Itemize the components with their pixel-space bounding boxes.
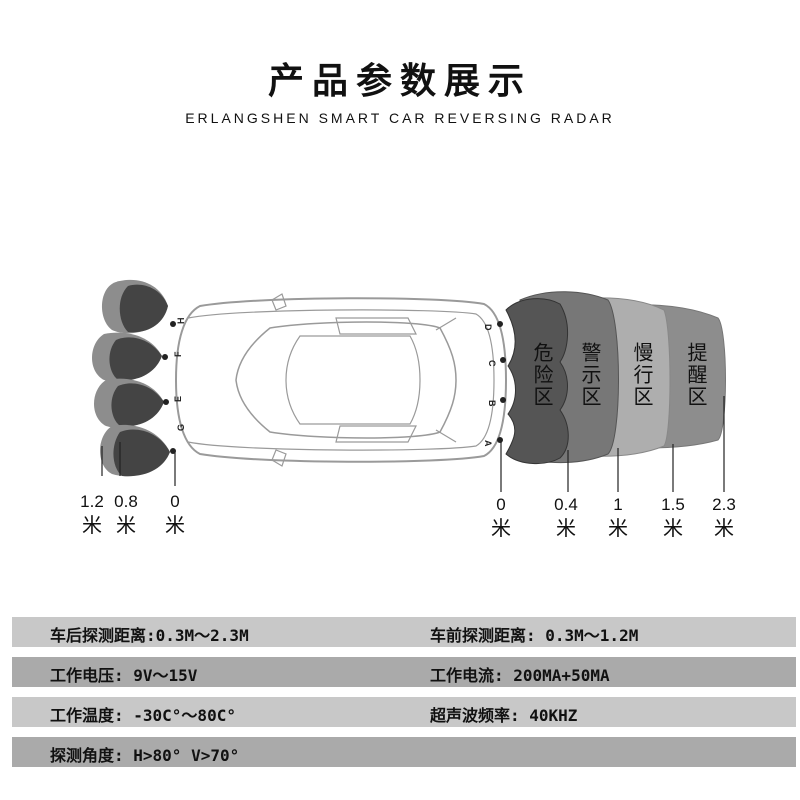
front-dist-2-3: 2.3: [712, 495, 736, 514]
zone-warning-label: 警示区: [578, 342, 602, 408]
sensor-c-dot: [500, 357, 506, 363]
sensor-e-label: E: [173, 396, 183, 402]
car-outline: [174, 293, 508, 467]
rear-lobe-g: [100, 424, 170, 477]
rear-unit-1-2: 米: [82, 513, 102, 537]
spec-detection-angle: 探测角度: H>80° V>70°: [50, 746, 240, 765]
front-unit-0-4: 米: [556, 516, 576, 540]
page-subtitle: ERLANGSHEN SMART CAR REVERSING RADAR: [185, 110, 615, 126]
front-dist-0-4: 0.4: [554, 495, 578, 514]
sensor-a-label: A: [483, 440, 493, 447]
sensor-e-dot: [163, 399, 169, 405]
rear-lobe-e: [94, 378, 164, 428]
rear-dist-0-8: 0.8: [114, 492, 138, 511]
sensor-a-dot: [497, 437, 503, 443]
sensor-d-label: D: [483, 324, 493, 331]
rear-lobe-h: [101, 279, 168, 334]
zone-notice-label: 提醒区: [684, 342, 708, 408]
rear-unit-0-8: 米: [116, 513, 136, 537]
front-zones: [505, 291, 726, 464]
sensor-f-dot: [162, 354, 168, 360]
front-unit-1: 米: [608, 516, 628, 540]
spec-row: 探测角度: H>80° V>70°: [12, 737, 796, 767]
sensor-h-dot: [170, 321, 176, 327]
page-title: 产品参数展示: [267, 61, 532, 102]
zone-slow-label: 慢行区: [630, 342, 654, 408]
rear-lobes: [92, 279, 170, 477]
rear-dist-0: 0: [170, 492, 179, 511]
zone-danger-shape: [505, 298, 569, 464]
spec-front-detection-distance: 车前探测距离: 0.3M～1.2M: [430, 626, 639, 645]
radar-diagram: H F E G D C B A 危险区 警示区 慢行区 提醒区 1.2 0.8: [80, 279, 736, 540]
front-unit-1-5: 米: [663, 516, 683, 540]
front-unit-2-3: 米: [714, 516, 734, 540]
spec-working-temperature: 工作温度: -30C°～80C°: [50, 706, 236, 725]
rear-sensors: [162, 321, 176, 454]
sensor-c-label: C: [487, 360, 497, 367]
sensor-f-label: F: [173, 351, 183, 357]
sensor-d-dot: [497, 321, 503, 327]
spec-working-current: 工作电流: 200MA+50MA: [430, 666, 610, 685]
spec-row: 车后探测距离:0.3M～2.3M 车前探测距离: 0.3M～1.2M: [12, 617, 796, 647]
sensor-b-label: B: [487, 400, 497, 407]
rear-dist-1-2: 1.2: [80, 492, 104, 511]
front-dist-1: 1: [613, 495, 622, 514]
rear-lobe-f: [92, 332, 162, 382]
spec-rear-detection-distance: 车后探测距离:0.3M～2.3M: [50, 626, 249, 645]
spec-working-voltage: 工作电压: 9V～15V: [50, 666, 198, 685]
sensor-b-dot: [500, 397, 506, 403]
front-unit-0: 米: [491, 516, 511, 540]
front-dist-1-5: 1.5: [661, 495, 685, 514]
zone-danger-label: 危险区: [530, 342, 554, 408]
sensor-h-label: H: [176, 318, 186, 325]
front-sensors: [497, 321, 506, 443]
spec-row: 工作温度: -30C°～80C° 超声波频率: 40KHZ: [12, 697, 796, 727]
rear-unit-0: 米: [165, 513, 185, 537]
spec-ultrasonic-frequency: 超声波频率: 40KHZ: [430, 706, 578, 725]
sensor-g-label: G: [176, 424, 186, 431]
spec-row: 工作电压: 9V～15V 工作电流: 200MA+50MA: [12, 657, 796, 687]
front-dist-0: 0: [496, 495, 505, 514]
